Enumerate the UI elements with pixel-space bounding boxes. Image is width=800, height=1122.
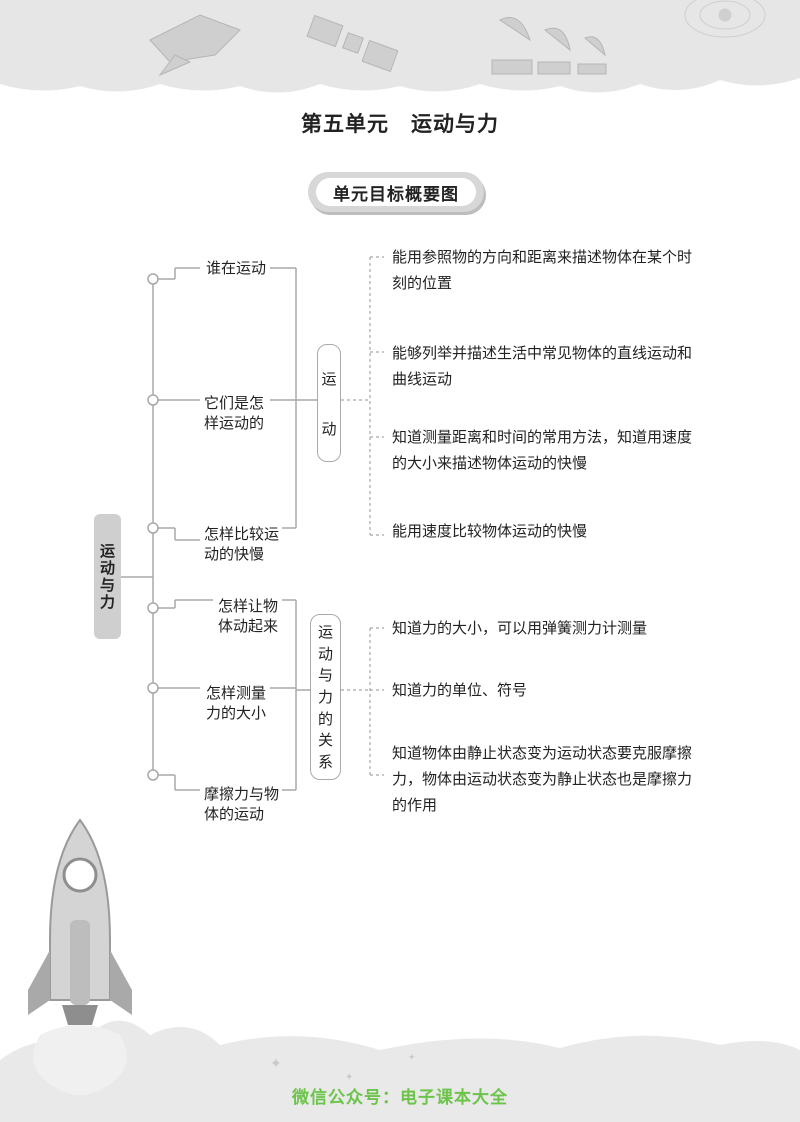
group-char: 与 bbox=[317, 666, 333, 685]
group-char: 的 bbox=[317, 709, 333, 728]
topic-node: 谁在运动 bbox=[206, 258, 266, 278]
topic-line: 体的运动 bbox=[204, 805, 265, 823]
space-banner-decoration bbox=[0, 0, 800, 93]
branch-node-dot bbox=[147, 769, 159, 781]
topic-line: 摩擦力与物 bbox=[204, 785, 280, 803]
goal-line: 的作用 bbox=[392, 796, 438, 814]
topic-line: 它们是怎 bbox=[204, 394, 265, 412]
star-icon: ✦ ✦ ✦ bbox=[270, 1053, 416, 1083]
topic-line: 力的大小 bbox=[206, 704, 267, 722]
branch-node-dot bbox=[147, 682, 159, 694]
topic-line: 体动起来 bbox=[218, 617, 279, 635]
topic-line: 样运动的 bbox=[204, 414, 265, 432]
page-title: 第五单元 运动与力 bbox=[301, 111, 499, 136]
branch-node-dot bbox=[147, 522, 159, 534]
group-char: 力 bbox=[317, 687, 333, 706]
topic-line: 怎样比较运 bbox=[204, 525, 280, 543]
topic-node: 怎样比较运 动的快慢 bbox=[204, 524, 279, 564]
goal-line: 知道力的大小，可以用弹簧测力计测量 bbox=[392, 619, 648, 637]
svg-text:✦: ✦ bbox=[270, 1056, 282, 1072]
radar-dish-icon bbox=[491, 17, 607, 75]
branch-node-dot bbox=[147, 394, 159, 406]
group-char: 系 bbox=[317, 753, 333, 772]
group-box-motion: 运 动 bbox=[317, 344, 341, 462]
root-node: 运动与力 bbox=[94, 514, 121, 639]
goal-line: 曲线运动 bbox=[392, 370, 453, 388]
branch-node-dot bbox=[147, 602, 159, 614]
goal-line: 能用速度比较物体运动的快慢 bbox=[392, 522, 588, 540]
orbit-icon bbox=[684, 0, 766, 38]
group-char: 运 bbox=[317, 622, 333, 641]
goal-text: 知道测量距离和时间的常用方法，知道用速度 的大小来描述物体运动的快慢 bbox=[392, 424, 692, 476]
goal-line: 知道测量距离和时间的常用方法，知道用速度 bbox=[392, 428, 693, 446]
section-label-pill: 单元目标概要图 bbox=[308, 172, 484, 212]
group-char: 动 bbox=[321, 419, 337, 438]
mind-map-connectors bbox=[121, 256, 384, 791]
satellite-icon bbox=[306, 14, 399, 73]
goal-line: 能用参照物的方向和距离来描述物体在某个时 bbox=[392, 248, 693, 266]
topic-node: 怎样让物 体动起来 bbox=[218, 596, 278, 636]
goal-text: 能够列举并描述生活中常见物体的直线运动和 曲线运动 bbox=[392, 340, 692, 392]
goal-line: 刻的位置 bbox=[392, 274, 453, 292]
topic-line: 动的快慢 bbox=[204, 545, 265, 563]
goal-line: 的大小来描述物体运动的快慢 bbox=[392, 454, 588, 472]
topic-node: 摩擦力与物 体的运动 bbox=[204, 784, 279, 824]
topic-line: 怎样测量 bbox=[206, 684, 267, 702]
footer-watermark: 微信公众号：电子课本大全 bbox=[292, 1088, 508, 1108]
topic-node: 怎样测量 力的大小 bbox=[206, 683, 266, 723]
topic-line: 谁在运动 bbox=[206, 259, 267, 277]
topic-node: 它们是怎 样运动的 bbox=[204, 393, 264, 433]
group-box-motion-force: 运 动 与 力 的 关 系 bbox=[310, 614, 341, 780]
goal-line: 力，物体由运动状态变为静止状态也是摩擦力 bbox=[392, 770, 693, 788]
goal-line: 知道力的单位、符号 bbox=[392, 681, 528, 699]
goal-line: 能够列举并描述生活中常见物体的直线运动和 bbox=[392, 344, 693, 362]
space-shuttle-icon bbox=[149, 14, 241, 77]
svg-text:✦: ✦ bbox=[345, 1072, 353, 1083]
branch-node-dot bbox=[147, 273, 159, 285]
group-char: 关 bbox=[317, 731, 333, 750]
goal-text: 能用速度比较物体运动的快慢 bbox=[392, 518, 587, 544]
goal-text: 知道力的大小，可以用弹簧测力计测量 bbox=[392, 615, 647, 641]
section-label: 单元目标概要图 bbox=[316, 178, 476, 206]
topic-line: 怎样让物 bbox=[218, 597, 279, 615]
rocket-icon bbox=[28, 818, 132, 1095]
goal-text: 知道物体由静止状态变为运动状态要克服摩擦 力，物体由运动状态变为静止状态也是摩擦… bbox=[392, 740, 692, 818]
goal-line: 知道物体由静止状态变为运动状态要克服摩擦 bbox=[392, 744, 693, 762]
goal-text: 知道力的单位、符号 bbox=[392, 677, 527, 703]
rocket-clouds-decoration: ✦ ✦ ✦ bbox=[0, 818, 800, 1122]
group-char: 运 bbox=[321, 369, 337, 388]
svg-text:✦: ✦ bbox=[408, 1053, 416, 1063]
group-char: 动 bbox=[317, 644, 333, 663]
goal-text: 能用参照物的方向和距离来描述物体在某个时 刻的位置 bbox=[392, 244, 692, 296]
